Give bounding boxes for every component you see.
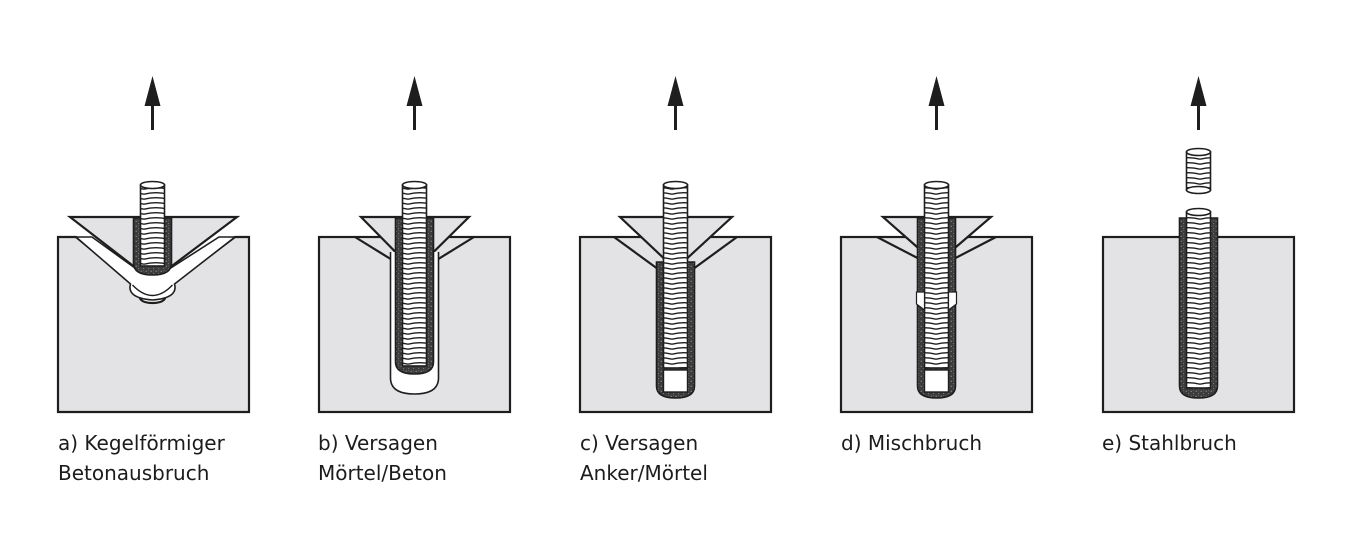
panel-b: [317, 76, 512, 414]
panel-e: [1101, 76, 1296, 414]
broken-piece-bottom: [1185, 185, 1212, 195]
arrow-up-icon: [667, 76, 684, 130]
rod-void: [662, 369, 689, 393]
panel-d: [839, 76, 1034, 414]
caption-b-line-1: b) Versagen: [318, 431, 438, 455]
threaded-rod: [923, 184, 950, 369]
threaded-rod: [1185, 211, 1212, 389]
arrow-up-icon: [928, 76, 945, 130]
arrow-up-icon: [1190, 76, 1207, 130]
broken-piece-top: [1185, 147, 1212, 157]
caption-c-line-1: c) Versagen: [580, 431, 699, 455]
caption-a-line-1: a) Kegelförmiger: [58, 431, 225, 455]
rod-end: [662, 180, 689, 190]
rod-void: [923, 369, 950, 393]
split-band-right: [947, 291, 958, 312]
crack-lines: [354, 236, 475, 263]
crack-lines: [613, 236, 738, 269]
caption-d-line-1: d) Mischbruch: [841, 431, 983, 455]
caption-e-line-1: e) Stahlbruch: [1102, 431, 1237, 455]
split-band-left: [915, 291, 926, 312]
caption-b-line-2: Mörtel/Beton: [318, 461, 447, 485]
panel-a: [56, 76, 251, 414]
threaded-rod: [139, 184, 166, 267]
caption-e: e) Stahlbruch: [1102, 428, 1352, 458]
caption-c-line-2: Anker/Mörtel: [580, 461, 708, 485]
caption-b: b) Versagen Mörtel/Beton: [318, 428, 568, 488]
rod-end: [139, 180, 166, 190]
threaded-rod: [401, 184, 428, 367]
caption-a: a) Kegelförmiger Betonausbruch: [58, 428, 308, 488]
crack-gap: [73, 236, 238, 301]
panel-c: [578, 76, 773, 414]
arrow-up-icon: [144, 76, 161, 130]
arrow-up-icon: [406, 76, 423, 130]
crack-lines: [876, 236, 997, 259]
rod-end: [401, 180, 428, 190]
rod-end: [1185, 207, 1212, 217]
caption-c: c) Versagen Anker/Mörtel: [580, 428, 830, 488]
broken-rod-piece: [1185, 151, 1212, 191]
crater-bottom: [131, 284, 174, 297]
rod-end: [923, 180, 950, 190]
caption-a-line-2: Betonausbruch: [58, 461, 210, 485]
threaded-rod: [662, 184, 689, 369]
caption-d: d) Mischbruch: [841, 428, 1091, 458]
